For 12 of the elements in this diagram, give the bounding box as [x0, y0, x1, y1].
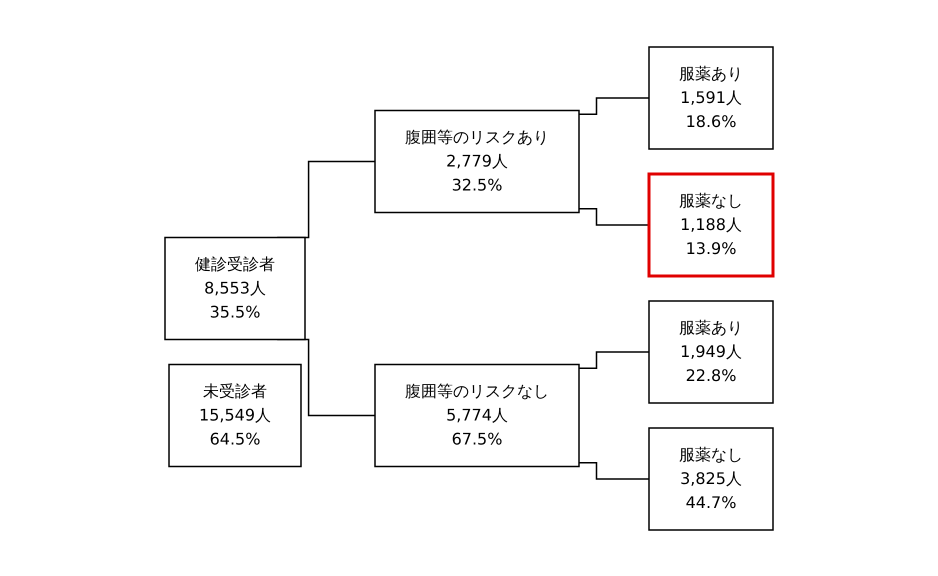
node-box: 服薬なし 1,188人 13.9%	[648, 172, 774, 277]
node-box: 服薬あり 1,591人 18.6%	[648, 46, 774, 150]
connector	[579, 96, 649, 114]
node-box: 健診受診者 8,553人 35.5%	[164, 236, 306, 340]
node-box: 腹囲等のリスクあり 2,779人 32.5%	[374, 109, 580, 213]
connector	[579, 462, 649, 480]
node-box: 未受診者 15,549人 64.5%	[168, 363, 302, 467]
node-box: 腹囲等のリスクなし 5,774人 67.5%	[374, 363, 580, 467]
node-box: 服薬なし 3,825人 44.7%	[648, 426, 774, 530]
connector	[579, 208, 649, 226]
connector	[579, 350, 649, 368]
node-box: 服薬あり 1,949人 22.8%	[648, 300, 774, 404]
